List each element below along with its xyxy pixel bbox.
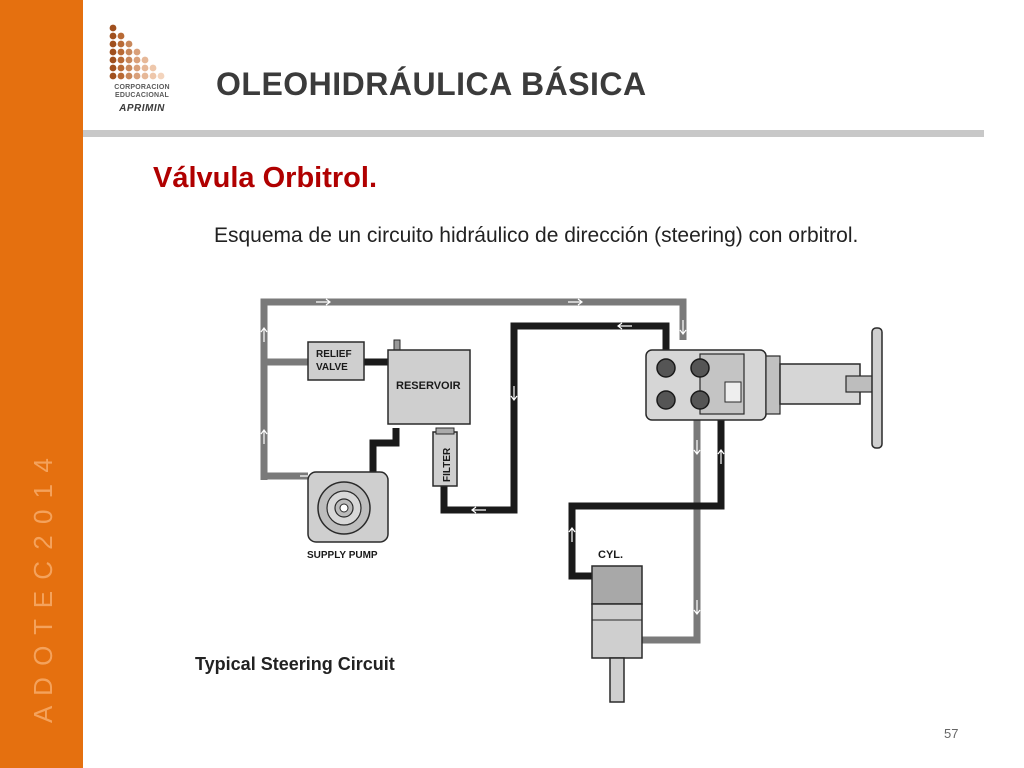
return-line-cylinder [642,410,701,644]
page-number: 57 [944,726,959,741]
steering-wheel [871,327,883,449]
pressure-line-filter-out [440,322,670,514]
logo-caption: CORPORACION EDUCACIONAL [104,84,180,100]
logo-dots-icon [109,24,165,80]
arrow-icon [717,449,725,464]
steering-circuit-diagram: RELIEF VALVE RESERVOIR FILTER SUPPLY PUM… [260,298,883,703]
slide-subtitle: Válvula Orbitrol. [153,162,377,194]
logo-line-1: CORPORACION [114,84,170,91]
slide-body-text: Esquema de un circuito hidráulico de dir… [214,224,859,247]
arrow-icon [568,298,583,306]
reservoir-label: RESERVOIR [396,380,461,392]
arrow-icon [679,320,687,335]
arrow-icon [471,506,486,514]
sidebar-vertical-text: A D O T E C 2 0 1 4 [28,456,58,723]
cylinder-label: CYL. [598,549,623,561]
steering-cylinder: CYL. [591,549,643,703]
title-divider [83,130,984,137]
sidebar-text: A D O T E C 2 0 1 4 [28,456,58,723]
aprimin-logo [109,24,165,80]
reservoir: RESERVOIR [387,339,471,425]
diagram-caption: Typical Steering Circuit [195,654,395,674]
page-title: OLEOHIDRÁULICA BÁSICA [216,66,647,102]
pressure-line-reservoir-pump [369,428,400,472]
orbitrol-valve [645,349,877,421]
arrow-icon [316,298,331,306]
sidebar-band [0,0,83,768]
relief-valve-label-1: RELIEF [316,349,352,360]
filter-label: FILTER [442,447,453,482]
filter: FILTER [432,427,458,487]
arrow-icon [617,322,632,330]
arrow-icon [510,386,518,401]
supply-pump: SUPPLY PUMP [307,471,389,561]
supply-pump-label: SUPPLY PUMP [307,550,378,561]
arrow-icon [693,600,701,615]
relief-valve-label-2: VALVE [316,362,348,373]
logo-brand: APRIMIN [119,103,165,114]
arrow-icon [260,327,268,342]
arrow-icon [260,429,268,444]
logo-line-2: EDUCACIONAL [115,92,169,99]
relief-valve: RELIEF VALVE [307,341,365,381]
arrow-icon [693,440,701,455]
arrow-icon [568,527,576,542]
